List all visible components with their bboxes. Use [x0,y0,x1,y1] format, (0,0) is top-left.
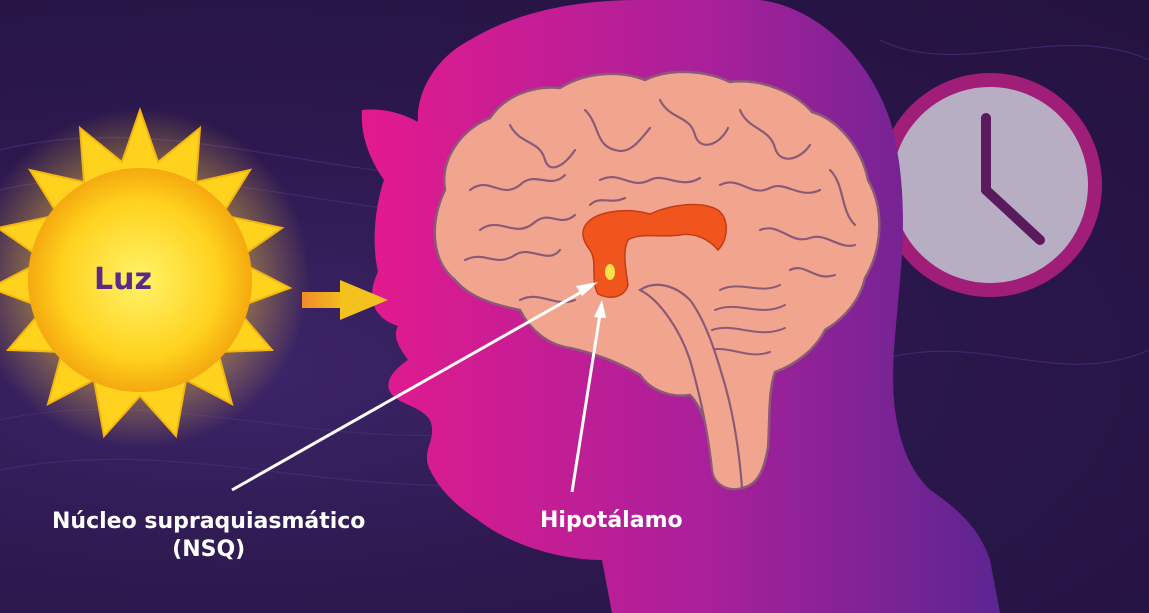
scn-label-line1: Núcleo supraquiasmático [52,509,366,534]
sun-label: Luz [94,262,152,297]
brainstem [637,283,744,491]
arrow-right-icon [302,280,388,320]
brain [433,70,881,490]
sun-icon [0,106,310,448]
pointer-arrows [231,282,606,493]
scn-label: Núcleo supraquiasmático (NSQ) [52,508,365,564]
scn-label-line2: (NSQ) [172,537,246,562]
clock-icon [878,73,1102,297]
scn-marker [605,264,615,280]
hypothalamus-label: Hipotálamo [540,508,683,533]
cerebellum [709,284,786,356]
hypothalamus-region [582,203,727,298]
